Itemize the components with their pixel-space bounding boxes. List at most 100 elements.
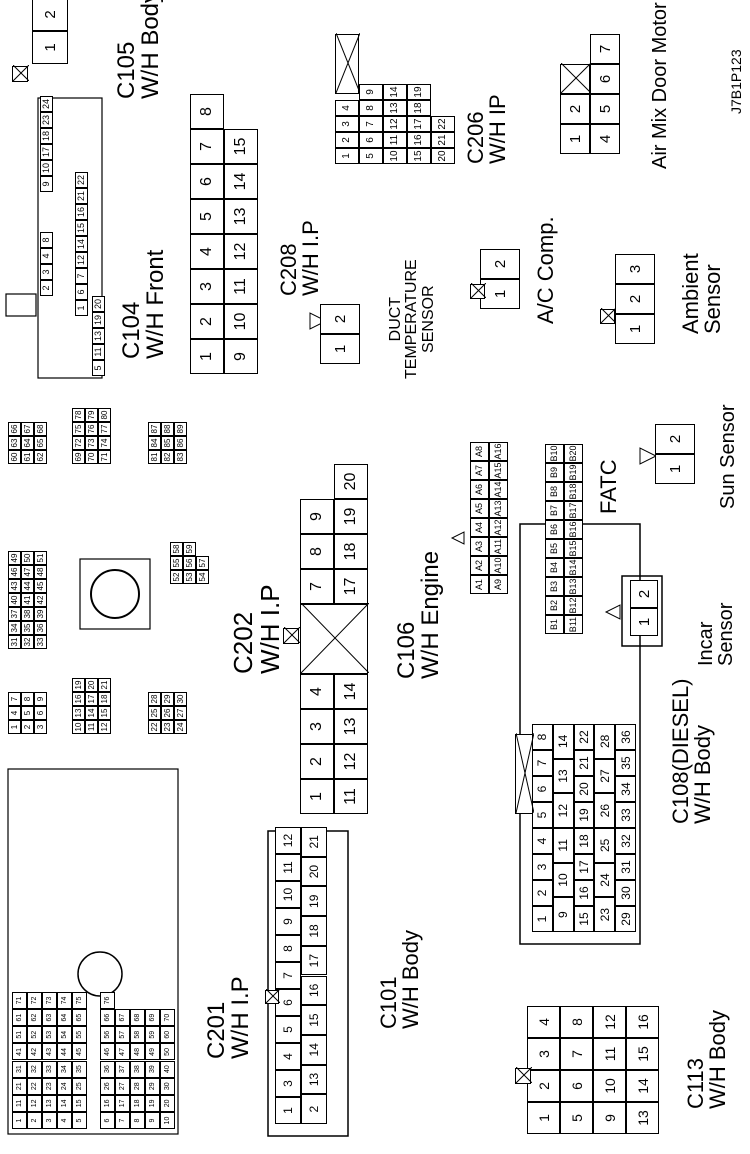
c105-label-line: W/H Body <box>137 0 165 99</box>
c201-pin-10: 10 <box>160 1112 175 1129</box>
c202-pin-51: 51 <box>34 551 47 565</box>
c201-pin-20: 20 <box>160 1094 175 1112</box>
fatc-pin-b3: B3 <box>545 577 564 596</box>
c201-pin-32: 32 <box>27 1060 42 1078</box>
fatc-pin-a12: A12 <box>489 518 508 537</box>
c201-label-line: C201 <box>203 1001 230 1059</box>
c202-pin-1: 1 <box>8 720 21 734</box>
c202-pin-58: 58 <box>170 542 183 556</box>
c201-pin-22: 22 <box>27 1077 42 1095</box>
c208-pin-12: 12 <box>224 234 258 269</box>
c106-pin-11: 11 <box>334 779 368 814</box>
c113-pin-4: 4 <box>527 1006 560 1038</box>
c201-pin-43: 43 <box>42 1043 57 1061</box>
c104-pin-1: 1 <box>75 300 88 316</box>
fatc-pin-b9: B9 <box>545 463 564 482</box>
fatc-pin-b5: B5 <box>545 539 564 558</box>
c206-pin-2: 2 <box>335 132 359 148</box>
c202-pin-40: 40 <box>8 593 21 607</box>
c113-label-line: W/H Body <box>705 1009 731 1109</box>
c113-pin-9: 9 <box>593 1102 626 1134</box>
c108-pin-2: 2 <box>532 880 553 906</box>
c113-pin-7: 7 <box>560 1038 593 1070</box>
c201-pin-54: 54 <box>57 1026 72 1044</box>
fatc-pin-a16: A16 <box>489 442 508 461</box>
fatc-pin-b14: B14 <box>564 558 583 577</box>
c201-pin-46: 46 <box>100 1043 115 1061</box>
fatc-pin-b12: B12 <box>564 596 583 615</box>
c202-pin-56: 56 <box>183 556 196 570</box>
c106-pin-1: 1 <box>300 779 334 814</box>
c108-pin-29: 29 <box>615 906 636 932</box>
c202-pin-6: 6 <box>34 706 47 720</box>
c201-pin-72: 72 <box>27 992 42 1009</box>
c206-pin-19: 19 <box>407 84 431 100</box>
c106-label-line: C106 <box>393 621 420 679</box>
c101-pin-10: 10 <box>275 881 301 908</box>
c201-pin-7: 7 <box>115 1112 130 1129</box>
c201-pin-63: 63 <box>42 1009 57 1027</box>
c206-pin-12: 12 <box>383 116 407 132</box>
c202-pin-80: 80 <box>98 408 111 422</box>
c104-pin-3: 3 <box>40 264 53 280</box>
c104-pin-8: 8 <box>40 232 53 248</box>
c202-pin-19: 19 <box>72 678 85 692</box>
c202-pin-15: 15 <box>98 706 111 720</box>
sun-latch-icon <box>639 447 658 465</box>
accomp-label-line: A/C Comp. <box>533 216 558 324</box>
c104-pin-20: 20 <box>92 296 105 312</box>
c208-pin-7: 7 <box>190 129 224 164</box>
c202-pin-60: 60 <box>8 450 21 464</box>
ambient-latch-icon <box>600 308 616 324</box>
c106-pin-3: 3 <box>300 709 334 744</box>
c104-pin-12: 12 <box>75 252 88 268</box>
c201-pin-48: 48 <box>130 1043 145 1061</box>
c206-pin-20: 20 <box>431 148 455 164</box>
fatc-pin-a9: A9 <box>489 575 508 594</box>
ambient-label-line: Sensor <box>700 264 726 334</box>
duct-label-line: DUCT <box>387 296 404 342</box>
c202-pin-43: 43 <box>8 579 21 593</box>
c202-pin-72: 72 <box>72 436 85 450</box>
sunsensor-pin-2: 2 <box>655 424 695 454</box>
c113-latch-icon <box>515 1067 532 1084</box>
c202-pin-11: 11 <box>85 720 98 734</box>
c108-pin-4: 4 <box>532 828 553 854</box>
fatc-pin-a1: A1 <box>470 575 489 594</box>
c208-pin-10: 10 <box>224 304 258 339</box>
fatc-pin-b4: B4 <box>545 558 564 577</box>
c105-latch-icon <box>12 65 29 82</box>
c201-pin-57: 57 <box>115 1026 130 1044</box>
c202-pin-66: 66 <box>8 422 21 436</box>
c108-pin-21: 21 <box>573 750 595 776</box>
c202-pin-41: 41 <box>21 593 34 607</box>
c202-pin-86: 86 <box>174 436 187 450</box>
c201-pin-75: 75 <box>72 992 87 1009</box>
c201-pin-2: 2 <box>27 1112 42 1129</box>
c202-pin-78: 78 <box>72 408 85 422</box>
c202-pin-68: 68 <box>34 422 47 436</box>
c108-pin-10: 10 <box>552 862 574 898</box>
c206-pin-6: 6 <box>359 132 383 148</box>
c201-pin-71: 71 <box>12 992 27 1009</box>
c101-pin-12: 12 <box>275 827 301 854</box>
c101-pin-1: 1 <box>275 1097 301 1124</box>
c202-pin-84: 84 <box>148 436 161 450</box>
c206-pin-14: 14 <box>383 84 407 100</box>
c202-pin-3: 3 <box>34 720 47 734</box>
c208-label-line: C208 <box>276 243 301 296</box>
c104-pin-14: 14 <box>75 236 88 252</box>
c201-pin-9: 9 <box>145 1112 160 1129</box>
fatc-pin-b19: B19 <box>564 463 583 482</box>
fatc-label: FATC <box>596 459 621 514</box>
c202-pin-50: 50 <box>21 551 34 565</box>
c202-pin-52: 52 <box>170 570 183 584</box>
c201-pin-60: 60 <box>160 1026 175 1044</box>
c113-pin-13: 13 <box>626 1102 659 1134</box>
c113-pin-10: 10 <box>593 1070 626 1102</box>
duct-label-line: SENSOR <box>419 285 437 353</box>
